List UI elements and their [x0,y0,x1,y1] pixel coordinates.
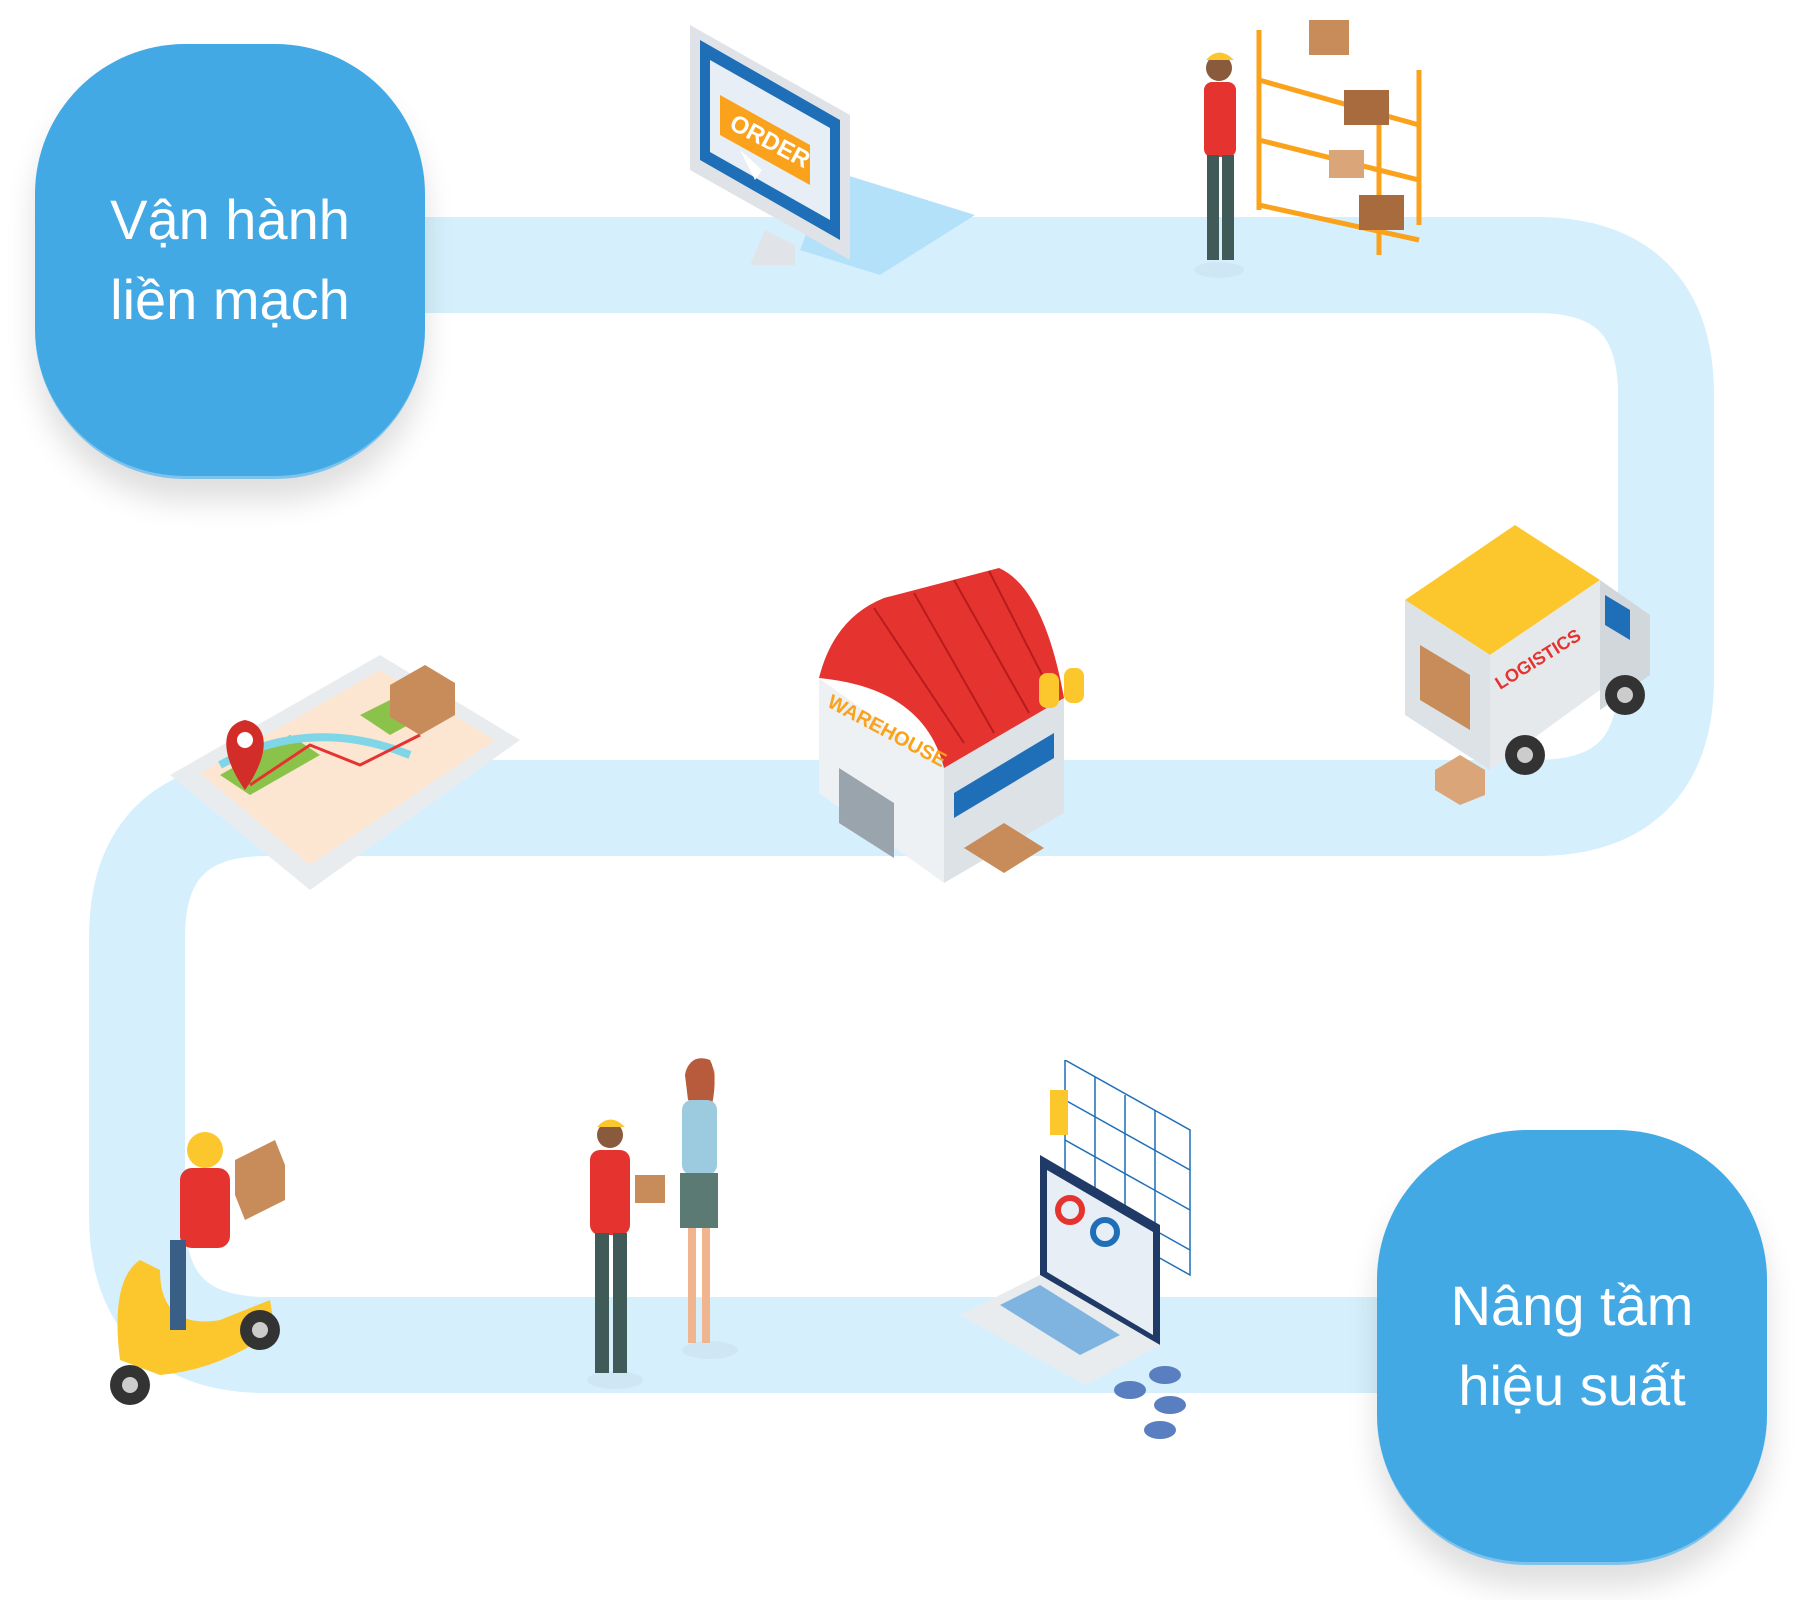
warehouse-shelf-worker-illustration [1194,20,1422,278]
warehouse-illustration: WAREHOUSE [819,568,1084,883]
end-bubble: Nâng tầm hiệu suất [1377,1130,1767,1565]
analytics-laptop-illustration [960,1060,1191,1439]
order-monitor-illustration: ORDER [690,25,975,275]
scooter-courier-illustration [110,1132,285,1405]
phone-map-tracking-illustration [170,655,520,890]
logistics-truck-illustration: LOGISTICS [1405,525,1650,805]
start-bubble-line2: liền mạch [110,268,350,331]
end-bubble-line2: hiệu suất [1458,1354,1686,1417]
start-bubble-line1: Vận hành [110,188,350,251]
end-bubble-line1: Nâng tầm [1450,1274,1694,1337]
start-bubble: Vận hành liền mạch [35,44,425,479]
package-handover-illustration [587,1058,738,1389]
